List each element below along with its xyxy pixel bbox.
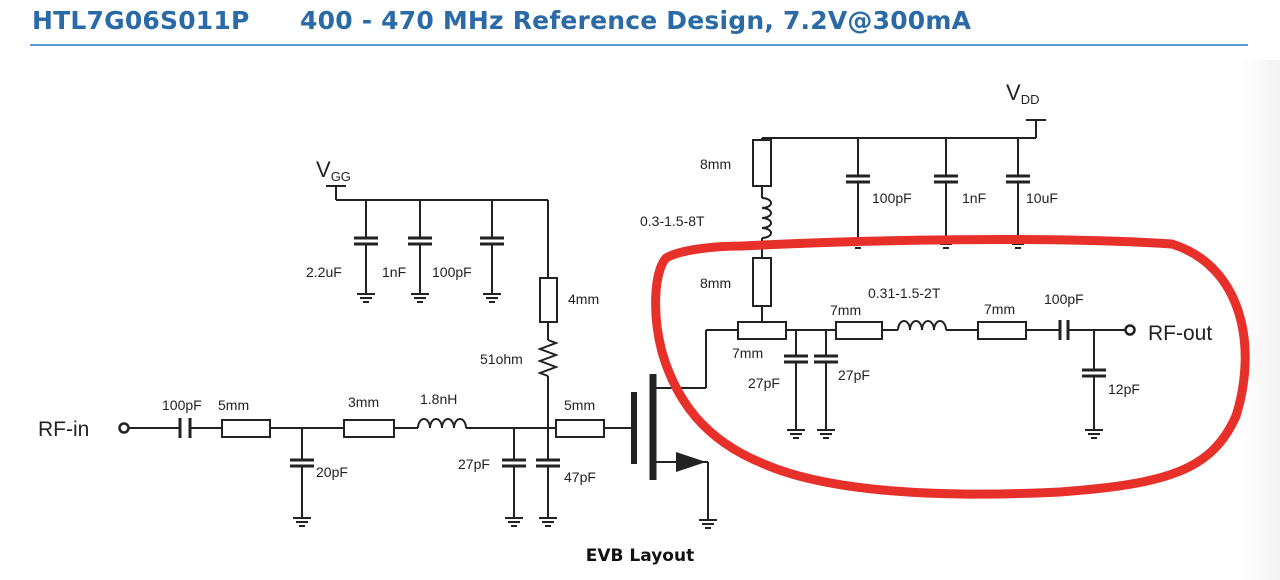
capacitor-plates [178,174,1106,468]
drain-line-bottom-label: 8mm [700,275,731,291]
supply-terminals [326,119,1046,187]
drain-cap-1-label: 100pF [872,190,912,206]
vgg-label: VGG [316,157,351,184]
output-line-1-label: 7mm [830,302,861,318]
output-shunt-cap-label: 12pF [1108,381,1140,397]
rf-out-label: RF-out [1148,322,1212,345]
diagram-caption: EVB Layout [585,546,695,566]
output-shunt-cap-1-label: 27pF [748,375,780,391]
output-match-highlight [651,235,1250,499]
vdd-label: VDD [1006,80,1039,107]
gate-line-4mm-label: 4mm [568,291,599,307]
input-line-2-label: 3mm [348,394,379,410]
drain-line-top-label: 8mm [700,156,731,172]
gate-cap-1-label: 2.2uF [306,264,342,280]
header-rule [30,44,1248,46]
output-line-2-label: 7mm [984,301,1015,317]
gate-cap-2-label: 1nF [382,264,406,280]
input-shunt-cap-b-label: 47pF [564,469,596,485]
ground-symbols [292,227,1104,529]
transmission-lines [221,139,1027,438]
part-number: HTL7G06S011P [32,6,250,35]
output-dc-block-cap-label: 100pF [1044,291,1084,307]
rf-out-terminal [1124,324,1136,336]
inductor-coils [417,197,947,429]
page-header: HTL7G06S011P 400 - 470 MHz Reference Des… [0,0,1280,50]
input-inductor-label: 1.8nH [420,391,457,407]
output-tee-line-label: 7mm [732,345,763,361]
output-shunt-cap-2-label: 27pF [838,367,870,383]
gate-resistor [537,339,559,377]
drain-cap-3-label: 10uF [1026,190,1058,206]
output-inductor-label: 0.31-1.5-2T [868,285,941,301]
drain-choke-label: 0.3-1.5-8T [640,213,705,229]
rf-in-terminal [118,422,130,434]
gate-cap-3-label: 100pF [432,264,472,280]
gate-resistor-label: 51ohm [480,351,523,367]
input-shunt-cap-label: 20pF [316,464,348,480]
input-line-1-label: 5mm [218,397,249,413]
transistor [631,374,706,480]
input-shunt-cap-a-label: 27pF [458,456,490,472]
input-dc-block-cap-label: 100pF [162,397,202,413]
drain-cap-2-label: 1nF [962,190,986,206]
header-subtitle: 400 - 470 MHz Reference Design, 7.2V@300… [300,6,972,35]
gate-line-label: 5mm [564,397,595,413]
circuit-wires [128,120,1126,508]
rf-in-label: RF-in [38,418,89,441]
